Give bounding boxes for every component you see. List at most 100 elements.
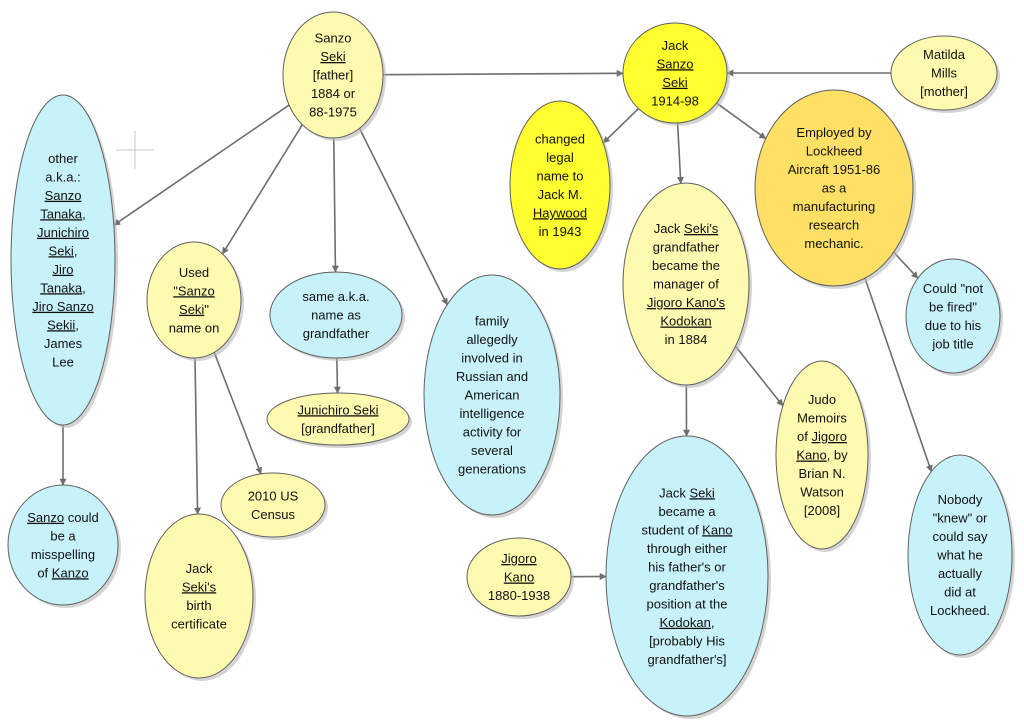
label-text: Judo bbox=[808, 392, 836, 407]
label-text: birth bbox=[186, 598, 211, 613]
label-line: Could "not bbox=[923, 281, 984, 296]
label-text: Jack bbox=[654, 221, 684, 236]
label-line: Junichiro Seki bbox=[298, 402, 379, 417]
label-text: , bbox=[711, 615, 715, 630]
label-line: grandfather bbox=[303, 326, 370, 341]
connector-arrow-jack-sanzo-seki-to-employed-lockheed bbox=[716, 102, 767, 140]
label-text: "knew" or bbox=[933, 511, 988, 526]
label-line: [mother] bbox=[920, 84, 968, 99]
label-text: certificate bbox=[171, 616, 227, 631]
node-label: Junichiro Seki [grandfather] bbox=[298, 402, 379, 436]
label-line: Aircraft 1951-86 bbox=[788, 162, 881, 177]
label-line: activity for bbox=[463, 425, 522, 440]
connector-arrow-sanzo-seki-to-family-intel bbox=[358, 128, 448, 306]
node-shape bbox=[622, 182, 750, 386]
label-line: Sanzo bbox=[315, 31, 352, 46]
label-text: same a.k.a. bbox=[302, 289, 369, 304]
label-line: legal bbox=[546, 150, 574, 165]
label-line: Seki, bbox=[49, 243, 78, 258]
label-line: "knew" or bbox=[933, 511, 988, 526]
node-shape bbox=[282, 11, 384, 139]
label-text: actually bbox=[938, 566, 983, 581]
label-line: [grandfather] bbox=[301, 421, 375, 436]
label-text: American bbox=[465, 388, 520, 403]
spellcheck-flagged-word: Kano bbox=[796, 448, 826, 463]
label-text: research bbox=[809, 218, 860, 233]
label-line: name to bbox=[537, 168, 584, 183]
connector-arrow-jack-sanzo-seki-to-grandfather-manager bbox=[676, 122, 684, 185]
node-shape bbox=[775, 360, 869, 550]
label-text: legal bbox=[546, 150, 574, 165]
spellcheck-flagged-word: Seki bbox=[690, 485, 715, 500]
spellcheck-flagged-word: Junichiro bbox=[37, 225, 89, 240]
connector-arrow-same-aka-to-junichiro-seki bbox=[333, 357, 341, 394]
label-line: "Sanzo bbox=[173, 283, 214, 298]
label-text: Census bbox=[251, 507, 296, 522]
label-text: name on bbox=[169, 320, 220, 335]
label-line: Kodokan bbox=[660, 314, 711, 329]
label-line: Jiro bbox=[53, 262, 74, 277]
label-text: job title bbox=[931, 336, 973, 351]
label-text: grandfather's] bbox=[647, 652, 726, 667]
label-line: be fired" bbox=[929, 299, 977, 314]
label-line: misspelling bbox=[31, 547, 95, 562]
label-text: misspelling bbox=[31, 547, 95, 562]
node-junichiro-seki[interactable]: Junichiro Seki [grandfather] bbox=[266, 392, 412, 448]
node-shape bbox=[144, 513, 254, 679]
label-text: , bbox=[82, 280, 86, 295]
connector-layer bbox=[59, 69, 933, 581]
connector-arrow-sanzo-seki-to-other-aka bbox=[113, 104, 290, 226]
label-line: grandfather's bbox=[649, 578, 725, 593]
label-line: position at the bbox=[647, 596, 728, 611]
label-line: generations bbox=[458, 462, 526, 477]
node-shape bbox=[423, 274, 561, 516]
spellcheck-flagged-word: Sanzo bbox=[27, 510, 64, 525]
label-line: Sanzo bbox=[657, 56, 694, 71]
label-text: Sanzo bbox=[315, 31, 352, 46]
label-line: manager of bbox=[653, 277, 719, 292]
node-shape bbox=[7, 484, 119, 606]
spellcheck-flagged-word: "Sanzo bbox=[173, 283, 214, 298]
label-line: grandfather's] bbox=[647, 652, 726, 667]
label-line: several bbox=[471, 443, 513, 458]
label-text: did at bbox=[944, 585, 976, 600]
label-text: in 1943 bbox=[539, 224, 582, 239]
label-text: grandfather bbox=[303, 326, 370, 341]
label-text: of bbox=[797, 429, 811, 444]
label-text: Nobody bbox=[938, 492, 983, 507]
label-text: Jack bbox=[186, 561, 213, 576]
label-line: research bbox=[809, 218, 860, 233]
label-line: of Kanzo bbox=[37, 565, 88, 580]
label-line: student of Kano bbox=[641, 522, 732, 537]
label-line: Seki's bbox=[182, 579, 217, 594]
node-shape bbox=[622, 22, 728, 124]
label-line: Kodokan, bbox=[660, 615, 715, 630]
label-text: Employed by bbox=[796, 125, 872, 140]
spellcheck-flagged-word: Seki's bbox=[684, 221, 719, 236]
label-line: in 1884 bbox=[665, 332, 708, 347]
label-line: Jack Seki's bbox=[654, 221, 719, 236]
label-text: family bbox=[475, 314, 509, 329]
spellcheck-flagged-word: Jigoro bbox=[812, 429, 847, 444]
